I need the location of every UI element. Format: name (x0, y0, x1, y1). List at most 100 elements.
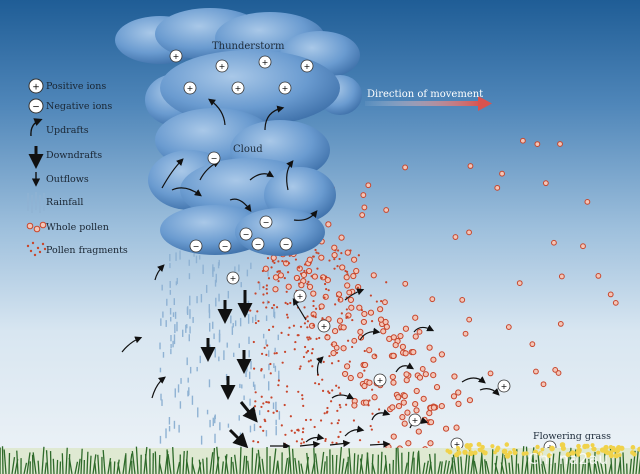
whole-pollen (348, 304, 355, 311)
whole-pollen (540, 381, 547, 388)
positive-ion-icon (14, 77, 34, 95)
grass-blade (89, 455, 92, 474)
legend-label: Rainfall (46, 196, 84, 208)
svg-text:+: + (454, 440, 461, 449)
grass-blade (277, 460, 280, 474)
negative-ion: − (251, 237, 265, 251)
pollen-fragment (322, 360, 325, 363)
grass-blade (209, 452, 214, 474)
pollen-fragment (328, 259, 331, 262)
legend-whole-pollen (26, 221, 47, 233)
whole-pollen (405, 440, 412, 447)
positive-ion: + (497, 379, 511, 393)
whole-pollen (557, 141, 563, 147)
grass-blade (128, 453, 133, 474)
whole-pollen (333, 344, 340, 351)
positive-ion: + (226, 271, 240, 285)
legend-icons: + − (26, 78, 47, 257)
pollen-fragment (254, 400, 257, 403)
whole-pollen (397, 332, 404, 340)
whole-pollen (413, 407, 420, 414)
whole-pollen (412, 333, 419, 340)
grass-blade (404, 462, 408, 474)
pollen-fragment (294, 258, 298, 261)
legend-label: Whole pollen (46, 221, 109, 233)
whole-pollen (533, 368, 539, 375)
pollen-fragment (267, 401, 271, 404)
whole-pollen (340, 324, 347, 331)
grass-blade (504, 454, 508, 474)
grass-blade (593, 458, 598, 474)
flower (464, 443, 471, 449)
pollen-fragment (272, 304, 276, 307)
grass-blade (596, 461, 601, 474)
whole-pollen (516, 280, 523, 286)
whole-pollen (330, 350, 337, 357)
whole-pollen (395, 394, 402, 401)
whole-pollen (272, 286, 279, 293)
grass-blade (167, 453, 172, 474)
pollen-fragment (371, 388, 374, 391)
pollen-fragments-icon (14, 241, 34, 259)
whole-pollen (377, 306, 384, 313)
svg-text:+: + (219, 62, 226, 71)
pollen-fragment (315, 337, 318, 340)
whole-pollen (401, 392, 408, 400)
whole-pollen (487, 370, 494, 377)
grass-blade (202, 458, 205, 474)
grass-blade (74, 461, 79, 474)
pollen-fragment (312, 304, 315, 308)
whole-pollen (399, 414, 406, 421)
whole-pollen (400, 399, 407, 406)
grass-blade (221, 461, 224, 474)
whole-pollen (324, 277, 331, 284)
flower (576, 447, 582, 453)
downdraft-arrows (200, 290, 258, 449)
pollen-fragment (265, 292, 269, 295)
pollen-fragment (339, 430, 342, 434)
pollen-fragment (297, 428, 300, 431)
grass-blade (159, 463, 163, 474)
pollen-fragment (344, 269, 347, 273)
pollen-fragment (338, 328, 341, 331)
thunderstorm-cloud (115, 8, 362, 256)
whole-pollen (413, 387, 420, 395)
pollen-fragment (314, 382, 317, 385)
svg-text:−: − (32, 103, 40, 113)
whole-pollen (416, 374, 424, 381)
pollen-fragment (283, 277, 286, 280)
pollen-fragment (283, 442, 286, 445)
whole-pollen (371, 394, 378, 401)
whole-pollen (325, 221, 332, 228)
pollen-fragment (333, 267, 336, 270)
pollen-fragment (280, 424, 283, 427)
grass-blade (451, 457, 454, 474)
pollen-fragment (252, 410, 255, 414)
pollen-fragment (309, 418, 312, 421)
grass-blade (500, 462, 505, 474)
pollen-fragment (319, 419, 323, 422)
pollen-fragment (337, 386, 340, 389)
pollen-fragment (333, 258, 336, 261)
legend-label: Outflows (46, 173, 89, 185)
direction-of-movement-label: Direction of movement (367, 89, 484, 100)
flower (590, 443, 595, 448)
whole-pollen (433, 384, 441, 391)
grass-blade (224, 454, 228, 474)
whole-pollen (383, 323, 390, 330)
flower (532, 449, 539, 455)
grass-blade (443, 460, 447, 474)
pollen-fragment (306, 282, 309, 285)
grass-blade (417, 450, 421, 474)
rainfall-icon (14, 193, 34, 211)
pollen-fragment (260, 395, 263, 398)
whole-pollen (338, 234, 345, 241)
pollen-fragment (267, 410, 270, 413)
legend-item-outflows: Outflows (14, 170, 89, 188)
grass-blade (410, 451, 415, 474)
grass-blade (107, 458, 112, 474)
grass-blade (603, 450, 607, 474)
pollen-fragment (356, 286, 360, 289)
pollen-fragment (262, 429, 265, 432)
negative-ion: − (279, 237, 293, 251)
